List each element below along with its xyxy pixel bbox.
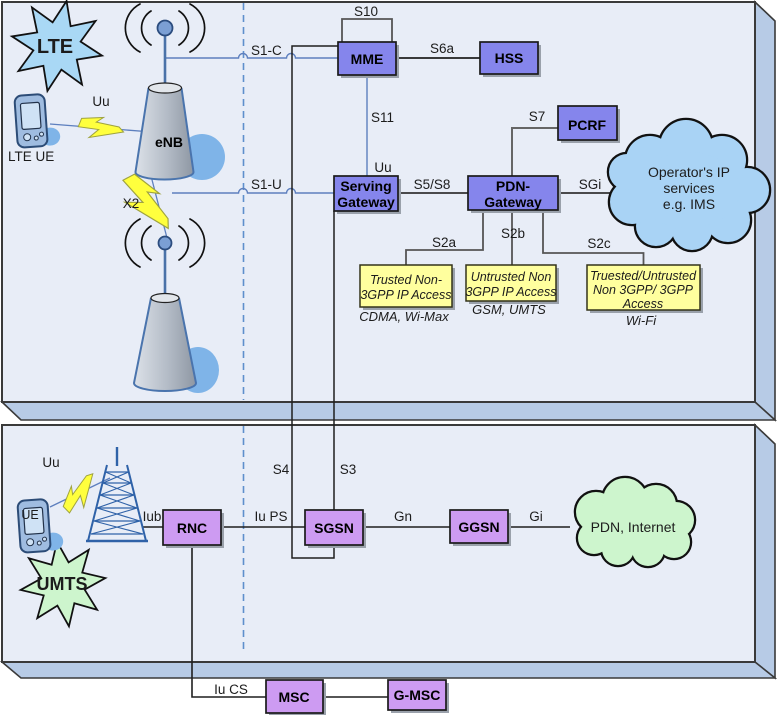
uu-air-label: Uu: [92, 94, 109, 109]
s3-label: S3: [340, 462, 357, 477]
access1-line1: Trusted Non-: [370, 273, 442, 287]
uu-s11-label: Uu: [374, 160, 391, 175]
ggsn-node: [449, 509, 511, 546]
x2-label: X2: [123, 196, 140, 211]
mme-node: [337, 41, 399, 78]
antenna-1-icon: [124, 3, 206, 90]
gmsc-node: [387, 679, 449, 713]
sgw-label-line1: Serving: [340, 178, 391, 194]
s2c-label: S2c: [587, 236, 611, 251]
s2a-line: [405, 210, 484, 265]
s2b-label: S2b: [501, 226, 525, 241]
enb2-tower-icon: [132, 292, 198, 392]
pdn-gateway-node: [467, 175, 561, 213]
s10-loop-line: [341, 18, 393, 42]
x2-line: [149, 171, 168, 239]
s5s8-label: S5/S8: [414, 177, 451, 192]
msc-label: MSC: [278, 689, 309, 705]
s11-label: S11: [371, 110, 394, 125]
iups-label: Iu PS: [254, 509, 287, 524]
s10-label: S10: [354, 4, 378, 19]
sgi-label: SGi: [579, 177, 602, 192]
untrusted-non3gpp-access-node: [465, 264, 559, 304]
access3-caption: Wi-Fi: [626, 313, 657, 328]
gn-label: Gn: [394, 509, 412, 524]
s1c-line: [165, 52, 338, 59]
access3-line2: Non 3GPP/ 3GPP: [593, 283, 694, 297]
access3-line3: Access: [622, 297, 663, 311]
hss-node: [479, 41, 541, 77]
umts-star-label: UMTS: [37, 574, 88, 594]
ims-cloud-line1: Operator's IP: [648, 164, 730, 180]
iub-label: Iub: [143, 509, 162, 524]
pcrf-label: PCRF: [568, 117, 607, 133]
gi-label: Gi: [529, 509, 543, 524]
sgsn-node: [304, 509, 366, 548]
sgw-label-line2: Gateway: [337, 194, 395, 210]
rnc-label: RNC: [177, 520, 207, 536]
s4-line: [291, 45, 338, 559]
sgsn-label: SGSN: [314, 520, 354, 536]
ims-cloud-line2: services: [663, 180, 714, 196]
trusted-untrusted-access-node: [586, 264, 703, 313]
ims-cloud-line3: e.g. IMS: [663, 196, 715, 212]
trusted-non3gpp-access-node: [359, 264, 455, 310]
rnc-node: [162, 509, 224, 548]
umts-ue-screen-label: UE: [21, 508, 38, 522]
umts-lattice-tower-icon: [86, 447, 148, 543]
lte-star-label: LTE: [37, 36, 73, 58]
s7-line: [511, 127, 558, 176]
access2-caption: GSM, UMTS: [472, 302, 546, 317]
ims-cloud-icon: [606, 117, 772, 253]
enb-label: eNB: [155, 134, 183, 150]
access2-line2: 3GPP IP Access: [465, 285, 556, 299]
labels: LTE Uu LTE UE eNB X2 S1-C S1-U S10 MME S…: [8, 4, 730, 705]
nodes: [162, 41, 703, 715]
access1-caption: CDMA, Wi-Max: [359, 309, 449, 324]
pcrf-node: [557, 105, 620, 143]
s1c-label: S1-C: [251, 43, 282, 58]
pgw-label-line2: Gateway: [484, 194, 542, 210]
pdn-cloud-label: PDN, Internet: [591, 519, 676, 535]
s4-label: S4: [273, 462, 290, 477]
lte-ue-label: LTE UE: [8, 149, 54, 164]
lte-panel-bottom: [0, 401, 777, 421]
s6a-label: S6a: [430, 41, 455, 56]
serving-gateway-node: [333, 175, 401, 214]
s1u-label: S1-U: [251, 177, 282, 192]
access2-line1: Untrusted Non: [471, 270, 552, 284]
pdn-cloud-icon: [573, 475, 697, 569]
iucs-line: [191, 545, 266, 698]
s7-label: S7: [529, 109, 546, 124]
s1u-line: [172, 187, 334, 194]
s2a-label: S2a: [432, 235, 457, 250]
ggsn-label: GGSN: [458, 519, 499, 535]
pgw-label-line1: PDN-: [496, 178, 531, 194]
umts-uu-label: Uu: [42, 455, 59, 470]
hss-label: HSS: [495, 50, 524, 66]
gmsc-label: G-MSC: [394, 687, 441, 703]
access3-line1: Truested/Untrusted: [590, 269, 697, 283]
enb-tower-icon: [134, 82, 195, 181]
s2c-line: [542, 210, 645, 265]
umts-panel-side: [754, 423, 776, 680]
umts-panel-bottom: [0, 661, 777, 679]
iucs-label: Iu CS: [214, 682, 248, 697]
msc-node: [265, 679, 326, 715]
antenna-2-icon: [124, 218, 206, 297]
access1-line2: 3GPP IP Access: [360, 288, 451, 302]
mme-label: MME: [351, 51, 384, 67]
